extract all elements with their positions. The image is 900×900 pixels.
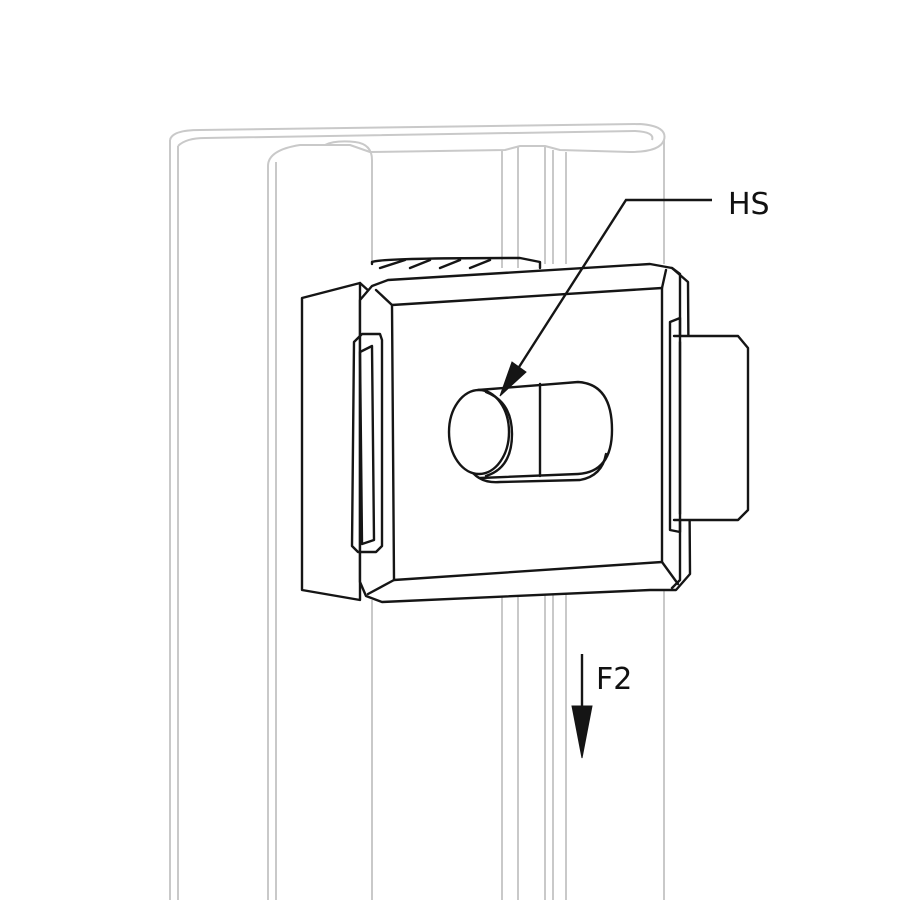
hs-label: HS [728, 187, 770, 222]
annotations [499, 198, 712, 759]
profile-top-inner [177, 130, 654, 147]
bevel-corner-bl [366, 578, 396, 596]
hs-leader-line [510, 198, 712, 379]
knob-cap-rim [484, 390, 514, 478]
bevel-corner-tl [374, 288, 394, 307]
housing-left-face [300, 281, 362, 602]
top-rail [370, 256, 542, 270]
knob-base [466, 452, 608, 484]
f2-label: F2 [596, 662, 633, 697]
latch-housing [300, 256, 750, 604]
top-rail-detail [378, 258, 492, 270]
profile-top-cap [169, 123, 666, 900]
profile-lip [324, 140, 373, 262]
bolt-tongue [672, 334, 750, 522]
knob-cap [447, 388, 511, 476]
housing-front-plate [358, 262, 692, 604]
bolt-slot [668, 316, 682, 534]
bevel-corner-tr [660, 268, 668, 290]
f2-arrowhead [571, 705, 593, 759]
left-slot-inner [358, 344, 376, 546]
left-slot-outer [350, 332, 384, 554]
bevel-corner-br [660, 560, 680, 586]
door-frame-profile [169, 123, 666, 900]
knob-body [476, 380, 614, 480]
hs-arrowhead [499, 361, 527, 397]
